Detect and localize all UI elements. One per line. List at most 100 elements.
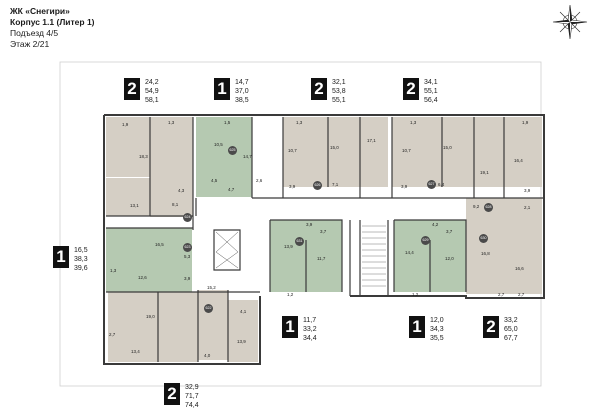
room-label: 3,9 bbox=[306, 222, 313, 227]
area-value: 11,7 bbox=[303, 317, 317, 324]
room-number-circle: 629 bbox=[421, 236, 430, 245]
room-number-circle: 626 bbox=[313, 181, 322, 190]
stairwell bbox=[362, 225, 386, 287]
room-label: 15,0 bbox=[443, 145, 452, 150]
room-label: 1,5 bbox=[224, 120, 231, 125]
room-number-circle: 624 bbox=[183, 213, 192, 222]
room-label: 1,3 bbox=[110, 268, 117, 273]
room-label: 13,9 bbox=[237, 339, 246, 344]
room-label: 10,5 bbox=[214, 142, 223, 147]
room-count: 1 bbox=[214, 78, 230, 100]
apartment-badge[interactable]: 2 33,2 65,0 67,7 bbox=[483, 316, 518, 343]
room-label: 3,7 bbox=[320, 229, 327, 234]
room-label: 2,6 bbox=[256, 178, 263, 183]
room-label: 18,3 bbox=[139, 154, 148, 159]
apartment-badge[interactable]: 2 32,1 53,8 55,1 bbox=[311, 78, 346, 105]
room-label: 11,7 bbox=[317, 256, 326, 261]
room-number-circle: 625 bbox=[228, 146, 237, 155]
area-value: 32,1 bbox=[332, 79, 346, 86]
room-label: 4,3 bbox=[178, 188, 185, 193]
area-value: 35,5 bbox=[430, 335, 444, 342]
area-value: 14,7 bbox=[235, 79, 249, 86]
room-count: 2 bbox=[124, 78, 140, 100]
room-number-circle: 631 bbox=[295, 237, 304, 246]
room-label: 4,0 bbox=[204, 353, 211, 358]
room-label: 1,3 bbox=[296, 120, 303, 125]
area-value: 12,0 bbox=[430, 317, 444, 324]
room-number-circle: 630 bbox=[479, 234, 488, 243]
area-value: 38,3 bbox=[74, 256, 88, 263]
room-number-circle: 627 bbox=[427, 180, 436, 189]
room-label: 14,7 bbox=[243, 154, 252, 159]
beige-rooms bbox=[106, 117, 542, 362]
area-value: 65,0 bbox=[504, 326, 518, 333]
room-label: 10,7 bbox=[402, 148, 411, 153]
room-label: 4,7 bbox=[228, 187, 235, 192]
area-value: 33,2 bbox=[504, 317, 518, 324]
room-label: 14,4 bbox=[405, 250, 414, 255]
compass-rose-icon bbox=[552, 4, 588, 40]
room-label: 3,9 bbox=[289, 184, 296, 189]
room-count: 1 bbox=[409, 316, 425, 338]
outer-walls bbox=[103, 114, 545, 365]
room-number-circle: 628 bbox=[484, 203, 493, 212]
room-label: 1,9 bbox=[522, 120, 529, 125]
area-value: 56,4 bbox=[424, 97, 438, 104]
room-label: 2,7 bbox=[518, 292, 525, 297]
room-label: 3,9 bbox=[184, 276, 191, 281]
floor-number: Этаж 2/21 bbox=[10, 39, 50, 49]
room-count: 2 bbox=[483, 316, 499, 338]
room-label: 2,1 bbox=[524, 205, 531, 210]
room-label: 16,6 bbox=[515, 266, 524, 271]
room-label: 3,9 bbox=[524, 188, 531, 193]
room-number-circle: 622 bbox=[204, 304, 213, 313]
room-label: 4,1 bbox=[240, 309, 247, 314]
room-label: 1,2 bbox=[287, 292, 294, 297]
room-count: 2 bbox=[311, 78, 327, 100]
room-count: 1 bbox=[53, 246, 69, 268]
inner-walls bbox=[106, 117, 544, 362]
area-value: 67,7 bbox=[504, 335, 518, 342]
area-value: 74,4 bbox=[185, 402, 199, 409]
area-value: 54,9 bbox=[145, 88, 159, 95]
apartment-badge[interactable]: 1 16,5 38,3 39,6 bbox=[53, 246, 88, 273]
area-value: 32,9 bbox=[185, 384, 199, 391]
entrance-number: Подъезд 4/5 bbox=[10, 28, 59, 38]
room-label: 1,9 bbox=[122, 122, 129, 127]
room-label: 17,1 bbox=[367, 138, 376, 143]
complex-name: ЖК «Снегири» bbox=[10, 6, 70, 16]
room-label: 6,4 bbox=[438, 182, 445, 187]
area-value: 39,6 bbox=[74, 265, 88, 272]
area-value: 34,4 bbox=[303, 335, 317, 342]
room-label: 1,3 bbox=[410, 120, 417, 125]
area-value: 53,8 bbox=[332, 88, 346, 95]
room-label: 1,2 bbox=[412, 292, 419, 297]
room-label: 2,7 bbox=[498, 292, 505, 297]
room-label: 12,6 bbox=[138, 275, 147, 280]
area-value: 55,1 bbox=[332, 97, 346, 104]
room-label: 8,1 bbox=[172, 202, 179, 207]
area-value: 34,1 bbox=[424, 79, 438, 86]
area-value: 71,7 bbox=[185, 393, 199, 400]
room-label: 4,2 bbox=[432, 222, 439, 227]
room-label: 15,0 bbox=[330, 145, 339, 150]
room-count: 1 bbox=[282, 316, 298, 338]
area-value: 16,5 bbox=[74, 247, 88, 254]
room-label: 1,3 bbox=[168, 120, 175, 125]
room-label: 9,2 bbox=[473, 204, 480, 209]
room-label: 12,0 bbox=[445, 256, 454, 261]
room-label: 3,7 bbox=[446, 229, 453, 234]
room-label: 13,1 bbox=[130, 203, 139, 208]
room-label: 13,4 bbox=[131, 349, 140, 354]
area-value: 37,0 bbox=[235, 88, 249, 95]
room-label: 7,1 bbox=[332, 182, 339, 187]
area-value: 38,5 bbox=[235, 97, 249, 104]
apartment-badge[interactable]: 1 14,7 37,0 38,5 bbox=[214, 78, 249, 105]
room-label: 19,1 bbox=[480, 170, 489, 175]
